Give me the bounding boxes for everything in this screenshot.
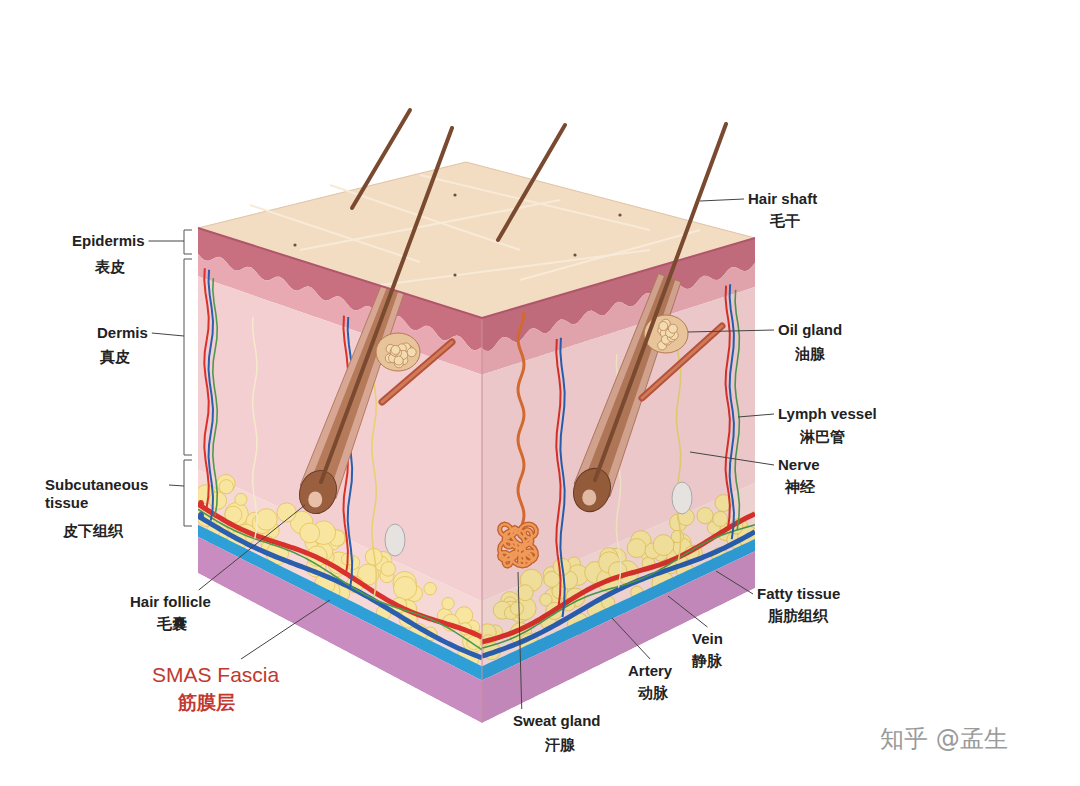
leader-line (690, 452, 774, 465)
corpuscle (385, 524, 405, 556)
part-label: Oil gland (778, 321, 842, 339)
sweat-gland (500, 524, 537, 566)
follicle-sheath (300, 284, 404, 499)
part-label: 神经 (785, 478, 815, 496)
leader-line (152, 333, 184, 336)
layer-label: 皮下组织 (63, 522, 123, 540)
watermark: 知乎 @孟生 (880, 725, 1008, 754)
part-label: Hair shaft (748, 190, 817, 208)
layer-label: Dermis (97, 324, 148, 342)
pore (453, 193, 456, 196)
artery (204, 268, 208, 508)
layer-label: 真皮 (100, 348, 130, 366)
leader-line (668, 596, 707, 627)
layer-bracket (184, 460, 192, 526)
part-label: 汗腺 (545, 736, 575, 754)
nerve (253, 317, 257, 539)
part-label: Artery (628, 662, 672, 680)
part-label: 毛干 (770, 212, 800, 230)
part-label: 静脉 (692, 652, 722, 670)
oil-gland-cell (394, 356, 403, 365)
artery-end (198, 500, 204, 508)
part-label: 油腺 (795, 345, 825, 363)
vein-end (198, 512, 204, 520)
leader-line (716, 571, 753, 594)
hair-bulb (294, 465, 343, 519)
skin-face (479, 238, 759, 723)
oil-gland-cell (407, 348, 416, 357)
pore (573, 253, 576, 256)
layer-bracket (184, 259, 192, 455)
fat-lobule (424, 582, 436, 594)
corpuscle (672, 482, 692, 514)
leader-line (688, 330, 774, 332)
layer-label: 表皮 (95, 258, 125, 276)
smas-layer (198, 537, 482, 723)
layer-label: Epidermis (72, 232, 145, 250)
hair-shaft (321, 128, 452, 482)
leader-line (700, 199, 744, 201)
leader-line (738, 414, 774, 417)
layer-bracket (184, 230, 192, 254)
block-edge (482, 318, 483, 723)
fat-lobule (394, 577, 417, 600)
sweat-gland (500, 524, 537, 566)
face-shade (482, 238, 755, 723)
hair-shaft (352, 110, 410, 208)
vein (209, 270, 213, 521)
part-label: Vein (692, 630, 723, 648)
dermal-papilla (308, 492, 322, 508)
fat-lobule (219, 480, 233, 494)
part-label: Fatty tissue (757, 585, 840, 603)
leader-line (518, 572, 522, 709)
part-label: Nerve (778, 456, 820, 474)
leader-line (169, 485, 184, 486)
sweat-duct (518, 312, 524, 532)
fat-lobule (256, 509, 277, 530)
pore (618, 213, 621, 216)
leader-line (199, 505, 305, 590)
part-label: Sweat gland (513, 712, 601, 730)
hair-shaft (498, 125, 565, 240)
fat-lobule (235, 493, 247, 505)
oil-gland (376, 333, 420, 371)
fat-lobule (442, 597, 454, 609)
skin-texture (420, 175, 650, 230)
oil-gland-cell (659, 322, 668, 331)
leader-line (241, 600, 330, 659)
part-label: 脂肪组织 (768, 607, 828, 625)
fascia-band (198, 525, 482, 681)
fat-lobule (300, 523, 320, 543)
part-label: Lymph vessel (778, 405, 877, 423)
skin-face (196, 228, 484, 723)
hair-shaft (595, 124, 726, 480)
part-label: 毛囊 (157, 615, 187, 633)
oil-gland-cell (668, 324, 677, 333)
leader-line (149, 241, 184, 242)
skin-texture (300, 200, 560, 250)
oil-gland-cell (391, 345, 400, 354)
leader-line (612, 618, 650, 659)
fat-lobule (217, 475, 235, 493)
part-label: 淋巴管 (800, 428, 845, 446)
layer-label: SMAS Fascia (152, 662, 279, 687)
layer-label: Subcutaneous tissue (45, 476, 165, 512)
part-label: 动脉 (638, 684, 668, 702)
part-label: Hair follicle (130, 593, 211, 611)
fat-lobule (381, 562, 395, 576)
pore (453, 273, 456, 276)
lymph-vessel (213, 278, 217, 516)
pore (293, 243, 296, 246)
layer-label: 筋膜层 (178, 691, 235, 714)
